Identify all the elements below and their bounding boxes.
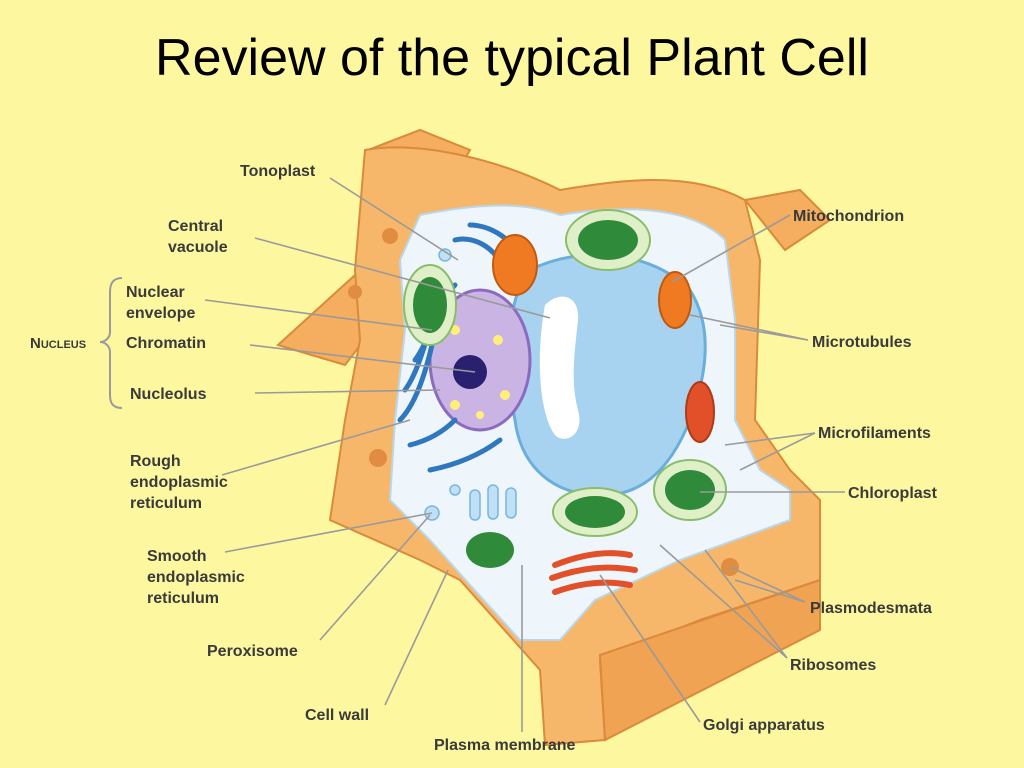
nucleus [428,288,532,432]
mitochondria [492,234,715,443]
label-central-vacuole-2: vacuole [168,239,228,256]
label-chromatin: Chromatin [126,335,206,352]
smooth-er-body [424,248,517,521]
label-golgi-apparatus: Golgi apparatus [703,717,825,734]
label-nucleolus: Nucleolus [130,386,207,403]
label-rough-er-3: reticulum [130,495,202,512]
label-microtubules: Microtubules [812,334,912,351]
label-nuclear-envelope-1: Nuclear [126,284,185,301]
label-nucleus-rest: UCLEUS [41,339,86,351]
label-central-vacuole-1: Central [168,218,223,235]
label-ribosomes: Ribosomes [790,657,876,674]
label-tonoplast: Tonoplast [240,163,316,180]
label-rough-er-1: Rough [130,453,181,470]
label-mitochondrion: Mitochondrion [793,208,904,225]
label-rough-er-2: endoplasmic [130,474,228,491]
label-plasma-membrane: Plasma membrane [434,737,576,754]
leader-lines [204,177,845,732]
label-nucleus-group: NUCLEUS [30,335,86,352]
label-peroxisome: Peroxisome [207,643,298,660]
label-plasmodesmata: Plasmodesmata [810,600,932,617]
label-nuclear-envelope-2: envelope [126,305,195,322]
label-smooth-er-2: endoplasmic [147,569,245,586]
label-smooth-er-3: reticulum [147,590,219,607]
label-smooth-er-1: Smooth [147,548,207,565]
nucleus-bracket [99,277,123,409]
label-microfilaments: Microfilaments [818,425,931,442]
golgi-apparatus-body [549,550,638,595]
vacuole-highlight [539,296,580,439]
label-cell-wall: Cell wall [305,707,369,724]
chloroplasts [403,209,727,568]
label-chloroplast: Chloroplast [848,485,938,502]
label-nucleus-first: N [30,335,41,352]
page-title: Review of the typical Plant Cell [155,29,869,87]
